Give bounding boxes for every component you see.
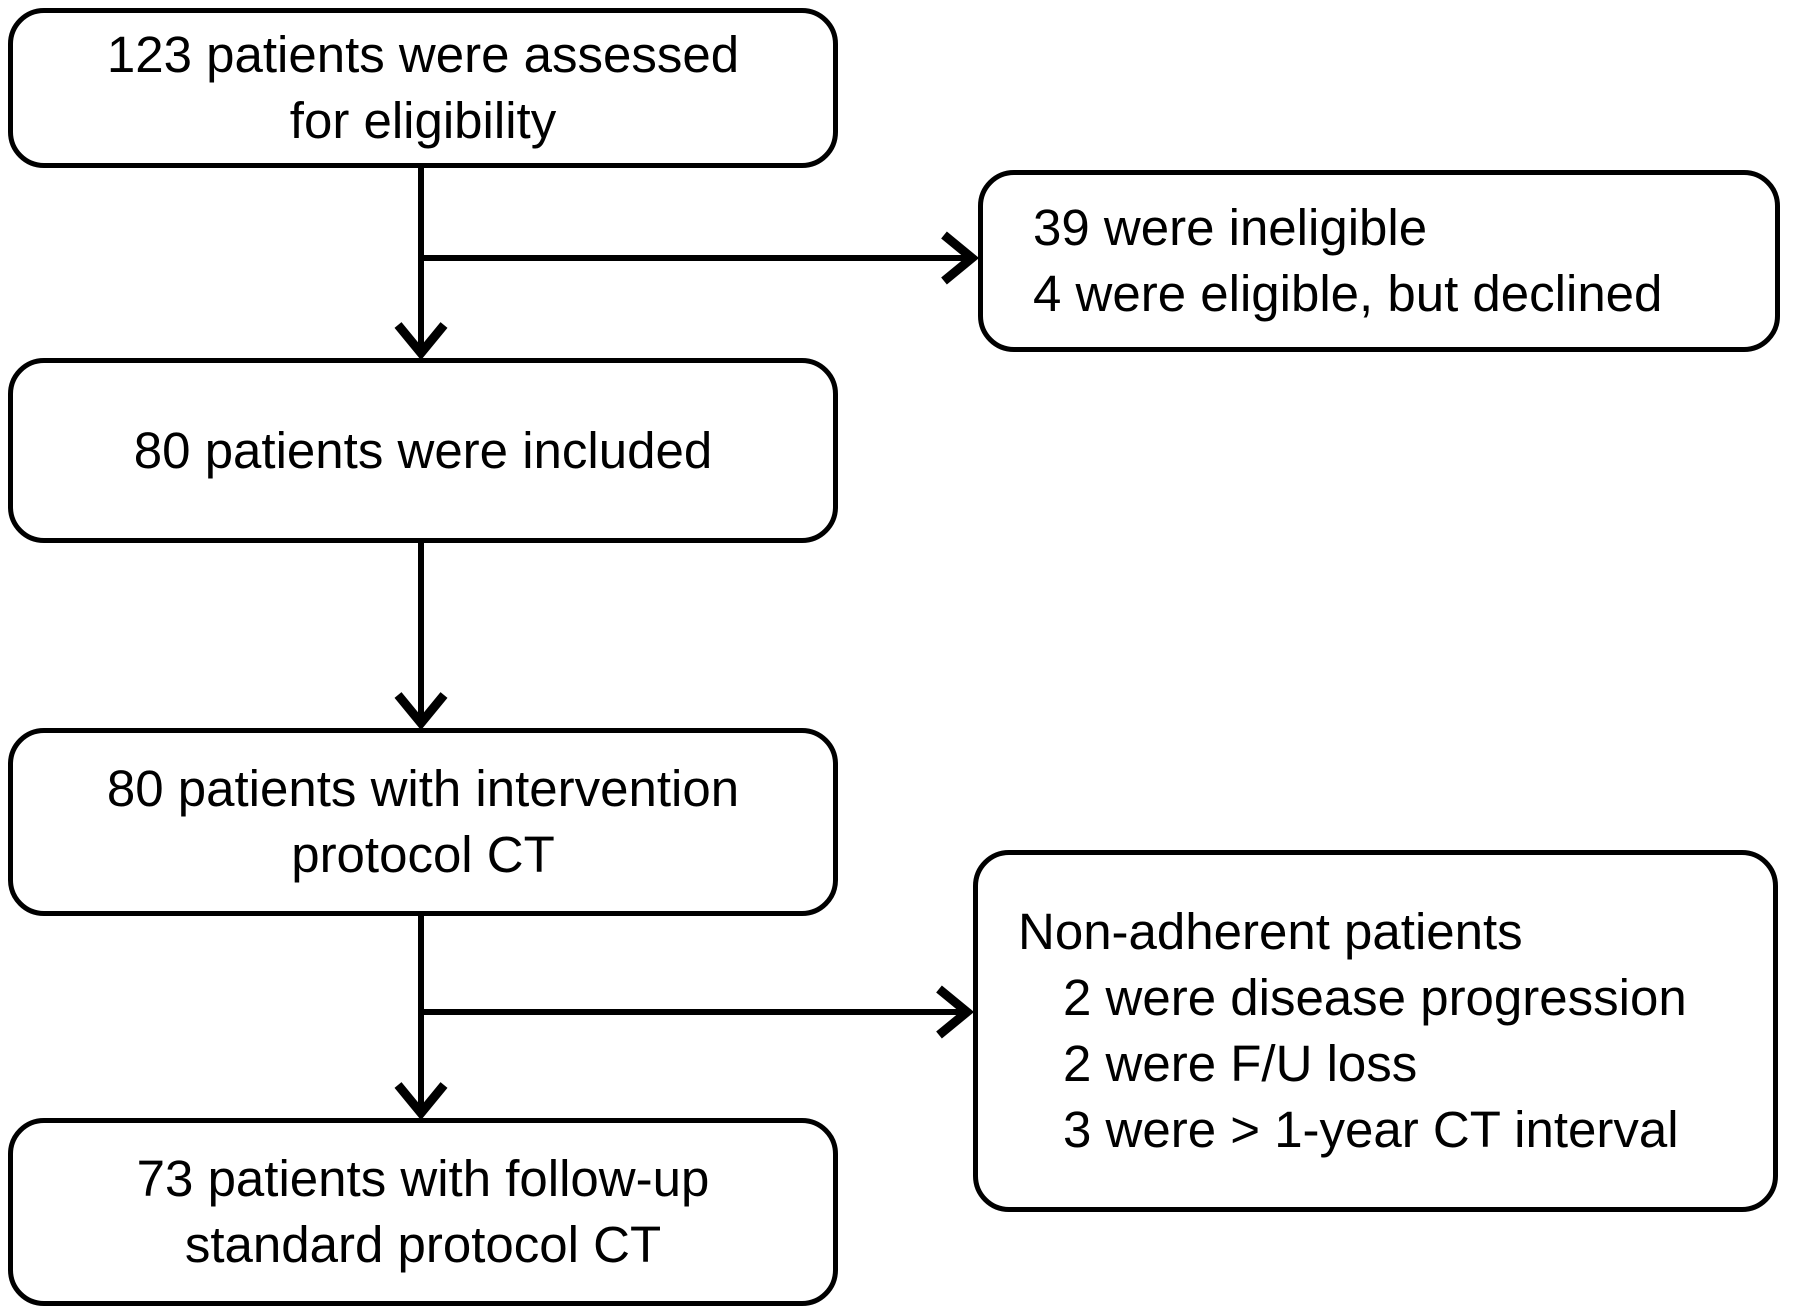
box-line: Non-adherent patients (1018, 903, 1523, 960)
box-line: 80 patients with intervention (106, 760, 740, 817)
arrowhead-right-excluded (941, 231, 980, 285)
box-line: standard protocol CT (184, 1216, 662, 1273)
box-line: 3 were > 1-year CT interval (1063, 1101, 1679, 1158)
box-line: 123 patients were assessed (106, 26, 740, 83)
box-line: for eligibility (289, 92, 557, 149)
box-line: protocol CT (291, 826, 555, 883)
flow-box-patients-included: 80 patients were included (8, 358, 838, 543)
box-line: 2 were F/U loss (1063, 1035, 1418, 1092)
box-line: 73 patients with follow-up (136, 1150, 710, 1207)
box-line: 4 were eligible, but declined (1033, 265, 1663, 322)
flow-box-ineligible-declined: 39 were ineligible 4 were eligible, but … (978, 170, 1780, 352)
flow-box-intervention-protocol-ct: 80 patients with intervention protocol C… (8, 728, 838, 916)
arrowhead-down-followup (394, 1082, 448, 1121)
flow-box-followup-standard-protocol-ct: 73 patients with follow-up standard prot… (8, 1118, 838, 1306)
arrowhead-right-nonadherent (936, 985, 975, 1039)
box-line: 80 patients were included (133, 421, 713, 479)
arrowhead-down-intervention (394, 692, 448, 731)
arrowhead-down-included (394, 322, 448, 361)
flow-box-assessed-for-eligibility: 123 patients were assessed for eligibili… (8, 8, 838, 168)
flow-box-non-adherent-patients: Non-adherent patients 2 were disease pro… (973, 850, 1778, 1212)
box-line: 39 were ineligible (1033, 199, 1428, 256)
box-line: 2 were disease progression (1063, 969, 1687, 1026)
